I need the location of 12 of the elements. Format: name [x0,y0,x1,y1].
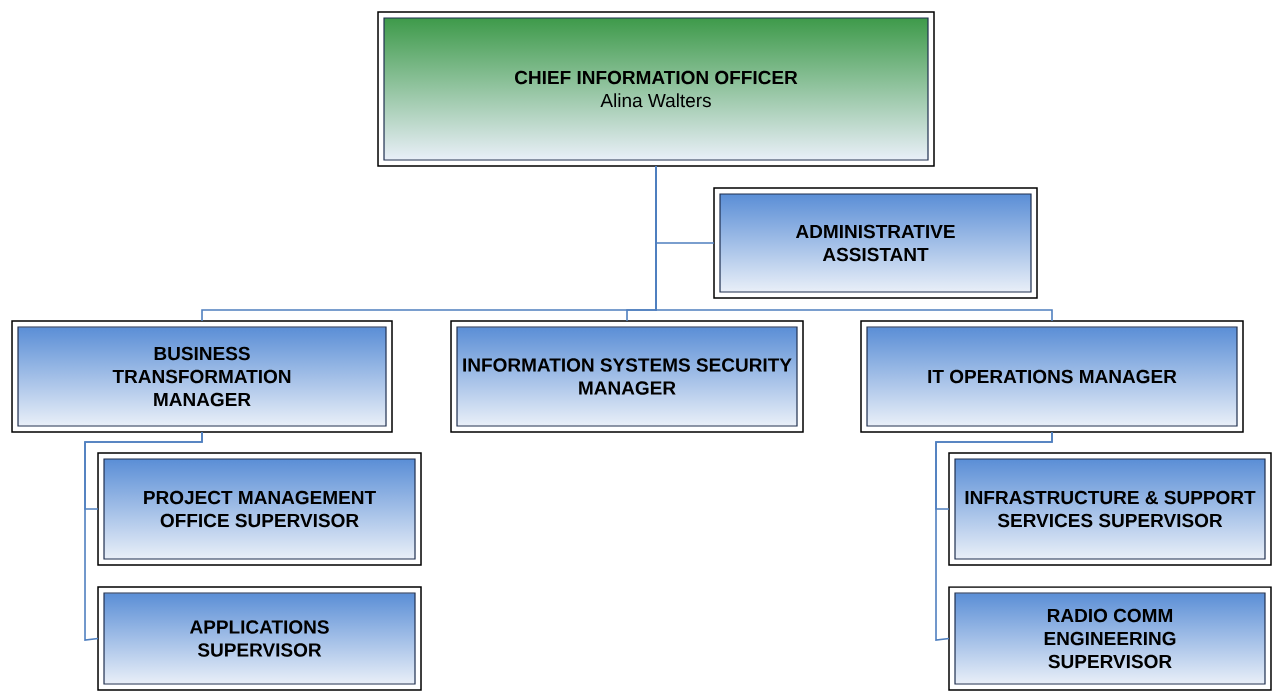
position-box: PROJECT MANAGEMENT OFFICE SUPERVISOR [97,452,422,566]
position-box: INFRASTRUCTURE & SUPPORT SERVICES SUPERVISOR [948,452,1272,566]
connector-line [935,431,1053,641]
connector-line [655,165,1053,322]
position-box: APPLICATIONS SUPERVISOR [97,586,422,691]
position-box: IT OPERATIONS MANAGER [860,320,1244,433]
connector-line [84,431,203,641]
position-box: INFORMATION SYSTEMS SECURITY MANAGER [450,320,804,433]
position-box: RADIO COMM ENGINEERING SUPERVISOR [948,586,1272,691]
position-box: ADMINISTRATIVE ASSISTANT [713,187,1038,299]
position-box: CHIEF INFORMATION OFFICER Alina Walters [377,11,935,167]
position-box: BUSINESS TRANSFORMATION MANAGER [11,320,393,433]
